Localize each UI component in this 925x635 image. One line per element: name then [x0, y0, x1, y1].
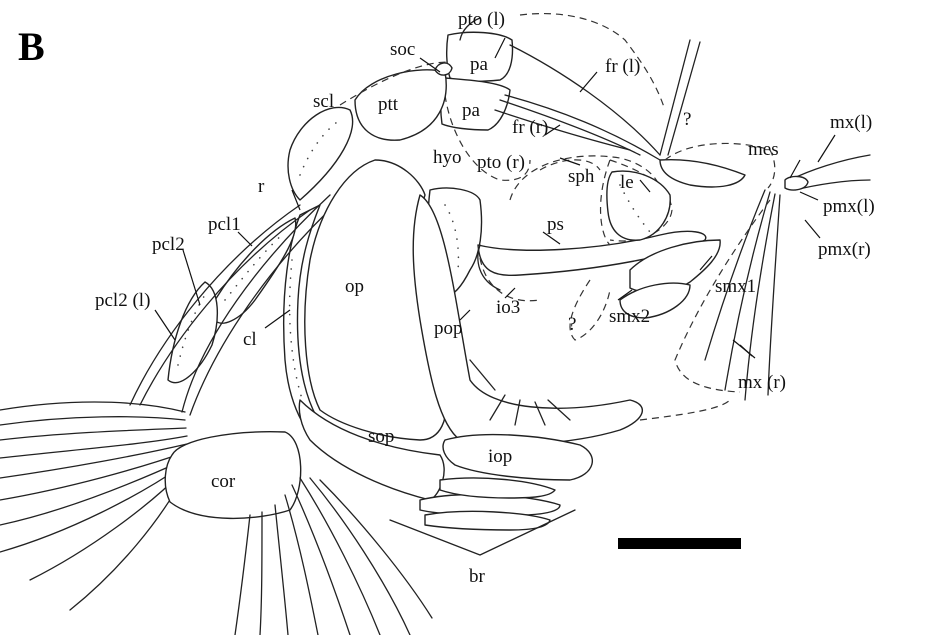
label-pa-top: pa: [470, 54, 489, 75]
label-ps: ps: [547, 214, 564, 235]
label-ptt: ptt: [378, 94, 399, 115]
branchiostegal-rays: [420, 478, 560, 530]
label-smx1: smx1: [715, 276, 756, 297]
label-cl: cl: [243, 329, 257, 350]
pcl2-bone: [168, 282, 217, 383]
label-soc: soc: [390, 39, 415, 60]
supraoccipital-dot: [435, 63, 452, 75]
label-sop: sop: [368, 426, 394, 447]
label-pto-l: pto (l): [458, 9, 505, 30]
panel-label: B: [18, 24, 45, 69]
label-fr-r: fr (r): [512, 117, 548, 138]
label-cor: cor: [211, 471, 236, 492]
label-mx-r: mx (r): [738, 372, 786, 393]
label-pto-r: pto (r): [477, 152, 525, 173]
label-mx-l: mx(l): [830, 112, 872, 133]
label-smx2: smx2: [609, 306, 650, 327]
label-fr-l: fr (l): [605, 56, 640, 77]
interopercle: [443, 435, 592, 480]
scale-bar: [618, 538, 741, 549]
label-mes: mes: [748, 139, 779, 160]
label-hyo: hyo: [433, 147, 462, 168]
label-br: br: [469, 566, 486, 587]
label-pmx-r: pmx(r): [818, 239, 871, 260]
label-pcl1: pcl1: [208, 214, 241, 235]
label-question-bottom: ?: [568, 314, 576, 335]
label-pcl2: pcl2: [152, 234, 185, 255]
label-op: op: [345, 276, 364, 297]
label-pmx-l: pmx(l): [823, 196, 875, 217]
label-sph: sph: [568, 166, 595, 187]
pectoral-fin-rays: [0, 402, 187, 610]
posttemporal: [355, 70, 446, 140]
label-le: le: [620, 172, 634, 193]
label-pa-bottom: pa: [462, 100, 481, 121]
label-r: r: [258, 176, 265, 197]
lateral-ethmoid: [607, 171, 670, 240]
maxilla-left: [790, 155, 870, 180]
label-pcl2-l: pcl2 (l): [95, 290, 150, 311]
label-io3: io3: [496, 297, 520, 318]
label-iop: iop: [488, 446, 512, 467]
label-question-top: ?: [683, 109, 691, 130]
label-scl: scl: [313, 91, 334, 112]
label-pop: pop: [434, 318, 463, 339]
mesethmoid: [660, 160, 745, 187]
